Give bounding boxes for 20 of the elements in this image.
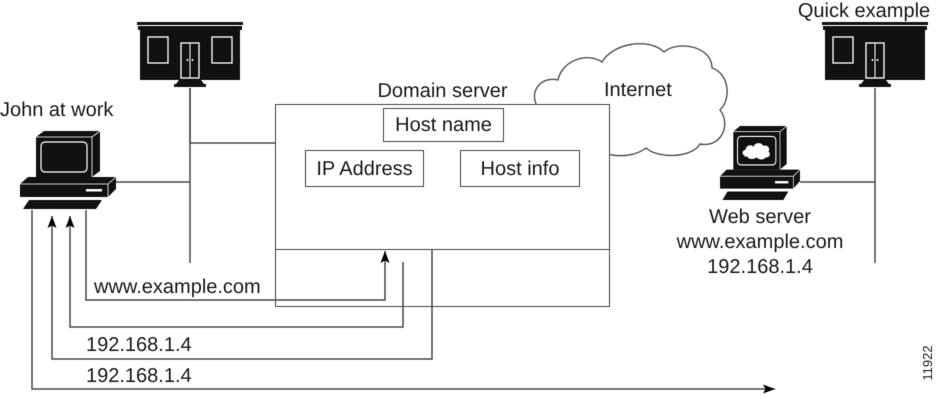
figure-number: 11922 [920, 344, 936, 382]
node-label: IP Address [316, 156, 413, 180]
arrow [66, 216, 404, 328]
record-box [460, 150, 580, 187]
node-label: 192.168.1.4 [707, 255, 813, 280]
node-label: Quick example [798, 0, 930, 22]
node-label: Domain server [377, 79, 508, 103]
connector-line [800, 88, 876, 183]
node-label: www.example.com [676, 230, 844, 255]
connector-line [189, 88, 275, 144]
arrow [48, 216, 433, 360]
arrow [85, 210, 390, 301]
arrow [31, 210, 775, 394]
record-box [383, 108, 504, 142]
node-label: John at work [0, 98, 114, 122]
node-label: Host info [480, 156, 560, 180]
node-label: Host name [395, 113, 492, 137]
node-label: Web server [709, 205, 811, 230]
node-label: Internet [604, 78, 672, 102]
record-box [305, 150, 424, 187]
